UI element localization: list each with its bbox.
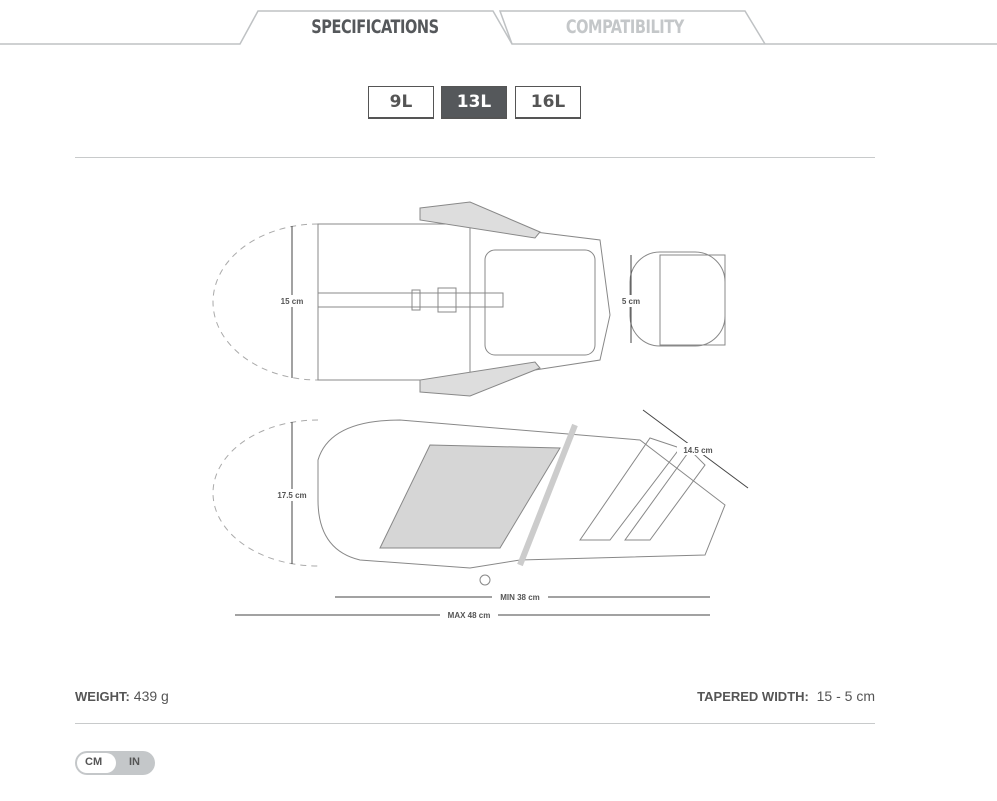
tab-outline bbox=[0, 10, 997, 45]
strap-length-label: 14.5 cm bbox=[683, 446, 712, 455]
unit-cm-option[interactable]: CM bbox=[85, 756, 103, 768]
bag-diagram: 15 cm 5 cm 17.5 cm 14.5 cm MIN 38 cm MAX… bbox=[212, 201, 749, 621]
top-taper-label: 5 cm bbox=[622, 297, 640, 306]
unit-toggle[interactable]: CM IN bbox=[75, 751, 155, 775]
weight-spec: WEIGHT: 439 g bbox=[75, 688, 169, 704]
toggle-knob bbox=[77, 753, 116, 773]
size-9l-button[interactable]: 9L bbox=[368, 86, 434, 119]
weight-label: WEIGHT: bbox=[75, 689, 130, 704]
tab-specifications[interactable]: SPECIFICATIONS bbox=[311, 16, 439, 38]
side-view bbox=[212, 419, 726, 586]
min-length-label: MIN 38 cm bbox=[500, 593, 540, 602]
unit-in-option[interactable]: IN bbox=[129, 756, 140, 768]
divider bbox=[75, 723, 875, 724]
size-13l-button[interactable]: 13L bbox=[441, 86, 507, 119]
tab-compatibility[interactable]: COMPATIBILITY bbox=[565, 16, 684, 38]
tapered-width-label: TAPERED WIDTH: bbox=[697, 689, 809, 704]
size-16l-button[interactable]: 16L bbox=[515, 86, 581, 119]
side-height-label: 17.5 cm bbox=[277, 491, 306, 500]
tapered-width-spec: TAPERED WIDTH: 15 - 5 cm bbox=[697, 688, 875, 704]
max-length-label: MAX 48 cm bbox=[448, 611, 491, 620]
weight-value: 439 g bbox=[133, 688, 169, 704]
divider bbox=[75, 157, 875, 158]
tapered-width-value: 15 - 5 cm bbox=[816, 688, 875, 704]
top-height-label: 15 cm bbox=[281, 297, 304, 306]
